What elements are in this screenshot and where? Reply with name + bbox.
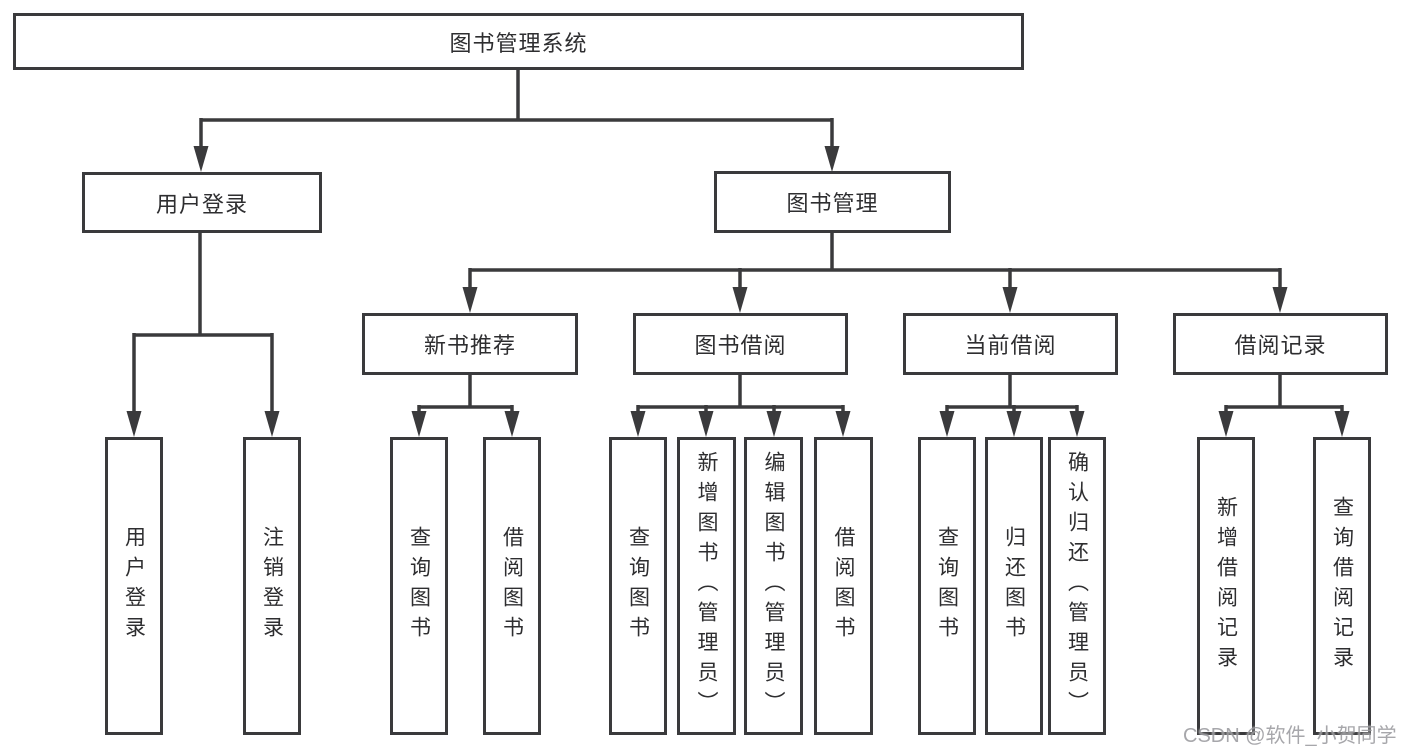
leaf-query-borrow-record: 查询借阅记录 [1313,437,1371,735]
leaf-query-books-1-label: 查询图书 [407,526,431,646]
leaf-borrow-books-1-label: 借阅图书 [500,526,524,646]
leaf-logout: 注销登录 [243,437,301,735]
csdn-watermark: CSDN @软件_小贺同学 [1183,725,1397,747]
leaf-edit-book-admin-label: 编辑图书（管理员） [762,451,785,721]
arrow-to-leaf-add-book [698,411,714,437]
node-root: 图书管理系统 [13,13,1024,70]
leaf-add-book-admin-label: 新增图书（管理员） [695,451,718,721]
node-current-borrow: 当前借阅 [903,313,1118,375]
node-borrow-records-label: 借阅记录 [1234,333,1327,358]
leaf-logout-label: 注销登录 [260,526,284,646]
arrow-to-leaf-borrow-2 [835,411,851,437]
node-book-management-label: 图书管理 [786,191,879,216]
leaf-query-books-3-label: 查询图书 [935,526,959,646]
node-new-book-recommend: 新书推荐 [362,313,578,375]
node-current-borrow-label: 当前借阅 [964,333,1057,358]
leaf-query-books-2-label: 查询图书 [626,526,650,646]
node-book-borrow: 图书借阅 [633,313,848,375]
arrow-to-leaf-login [126,411,142,437]
arrow-to-borrow-records [1272,287,1288,313]
leaf-borrow-books-2: 借阅图书 [814,437,873,735]
leaf-return-books: 归还图书 [985,437,1043,735]
arrow-to-leaf-query-record [1334,411,1350,437]
arrow-to-leaf-borrow-1 [504,411,520,437]
arrow-to-leaf-return [1006,411,1022,437]
leaf-confirm-return-admin: 确认归还（管理员） [1048,437,1106,735]
arrow-to-leaf-confirm-return [1069,411,1085,437]
leaf-borrow-books-1: 借阅图书 [483,437,541,735]
node-new-book-recommend-label: 新书推荐 [423,333,516,358]
leaf-user-login-label: 用户登录 [122,526,146,646]
node-user-login: 用户登录 [82,172,322,233]
leaf-edit-book-admin: 编辑图书（管理员） [744,437,803,735]
node-book-borrow-label: 图书借阅 [694,333,787,358]
arrowheads [126,146,1350,437]
leaf-query-books-2: 查询图书 [609,437,667,735]
leaf-add-borrow-record-label: 新增借阅记录 [1214,496,1238,676]
arrow-to-leaf-query-2 [630,411,646,437]
leaf-query-borrow-record-label: 查询借阅记录 [1330,496,1354,676]
arrow-to-leaf-query-3 [939,411,955,437]
arrow-to-leaf-query-1 [411,411,427,437]
node-book-management: 图书管理 [714,171,951,233]
arrow-to-book-borrow [732,287,748,313]
leaf-user-login: 用户登录 [105,437,163,735]
leaf-confirm-return-admin-label: 确认归还（管理员） [1065,451,1089,721]
arrow-to-leaf-edit-book [766,411,782,437]
node-borrow-records: 借阅记录 [1173,313,1388,375]
node-user-login-label: 用户登录 [155,191,248,217]
leaf-add-borrow-record: 新增借阅记录 [1197,437,1255,735]
arrow-to-leaf-add-record [1218,411,1234,437]
arrow-to-book-management [824,146,840,172]
leaf-query-books-3: 查询图书 [918,437,976,735]
arrow-to-current-borrow [1002,287,1018,313]
arrow-to-user-login [193,146,209,172]
arrow-to-new-book-recommend [462,287,478,313]
leaf-add-book-admin: 新增图书（管理员） [677,437,736,735]
node-root-label: 图书管理系统 [449,30,588,56]
leaf-borrow-books-2-label: 借阅图书 [832,526,855,646]
leaf-return-books-label: 归还图书 [1002,526,1026,646]
leaf-query-books-1: 查询图书 [390,437,448,735]
arrow-to-leaf-logout [264,411,280,437]
